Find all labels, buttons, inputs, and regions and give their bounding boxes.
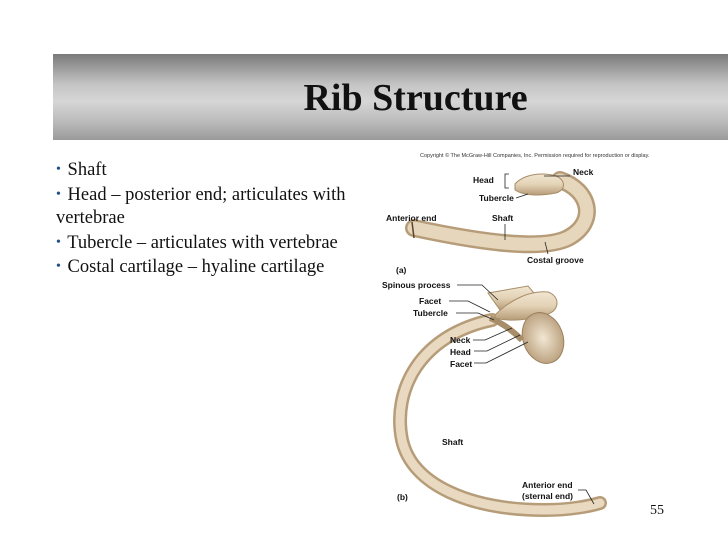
bullet-dot-icon: • <box>56 162 61 177</box>
label-panel-a: (a) <box>396 265 407 275</box>
bullet-item: • Shaft <box>56 158 356 183</box>
bullet-dot-icon: • <box>56 259 61 274</box>
bullet-dot-icon: • <box>56 186 61 202</box>
bullet-item: • Costal cartilage – hyaline cartilage <box>56 255 356 280</box>
label-head-a: Head <box>473 175 494 185</box>
bullet-text: Shaft <box>67 160 107 180</box>
rib-b-shaft-highlight <box>395 315 605 515</box>
label-shaft-a: Shaft <box>492 213 513 223</box>
copyright-notice: Copyright © The McGraw-Hill Companies, I… <box>420 153 650 159</box>
rib-panel-a <box>405 171 596 254</box>
label-head-b: Head <box>450 347 471 357</box>
leader-lines <box>449 173 595 505</box>
label-facet-b1: Facet <box>419 296 441 306</box>
label-sternal-end-b: (sternal end) <box>522 491 573 501</box>
label-tubercle-b: Tubercle <box>413 308 448 318</box>
label-costal-groove: Costal groove <box>527 255 584 265</box>
rib-a-anterior-end-mark <box>411 221 415 239</box>
title-bar: Rib Structure <box>53 54 728 140</box>
page-number: 55 <box>650 503 664 518</box>
label-shaft-b: Shaft <box>442 437 463 447</box>
bullet-text: Tubercle – articulates with vertebrae <box>67 232 338 253</box>
rib-a-shaft-highlight <box>407 173 594 251</box>
rib-a-head <box>514 173 564 196</box>
label-anterior-end-a: Anterior end <box>386 213 437 223</box>
label-neck-b: Neck <box>450 335 471 345</box>
label-facet-b2: Facet <box>450 359 472 369</box>
bullet-text: Head – posterior end; articulates with v… <box>56 184 346 229</box>
bullet-dot-icon: • <box>56 234 61 250</box>
bullet-list: • Shaft • Head – posterior end; articula… <box>56 158 356 280</box>
slide-title: Rib Structure <box>303 77 528 119</box>
label-anterior-end-b: Anterior end <box>522 480 573 490</box>
label-spinous-process: Spinous process <box>382 280 451 290</box>
label-panel-b: (b) <box>397 492 408 502</box>
label-tubercle-a: Tubercle <box>479 193 514 203</box>
bullet-item: • Head – posterior end; articulates with… <box>56 183 356 231</box>
bullet-text: Costal cartilage – hyaline cartilage <box>67 257 325 277</box>
bullet-item: • Tubercle – articulates with vertebrae <box>56 231 356 256</box>
label-neck-a: Neck <box>573 167 594 177</box>
vertebra-body-facet <box>521 312 565 364</box>
rib-panel-b <box>393 285 607 518</box>
